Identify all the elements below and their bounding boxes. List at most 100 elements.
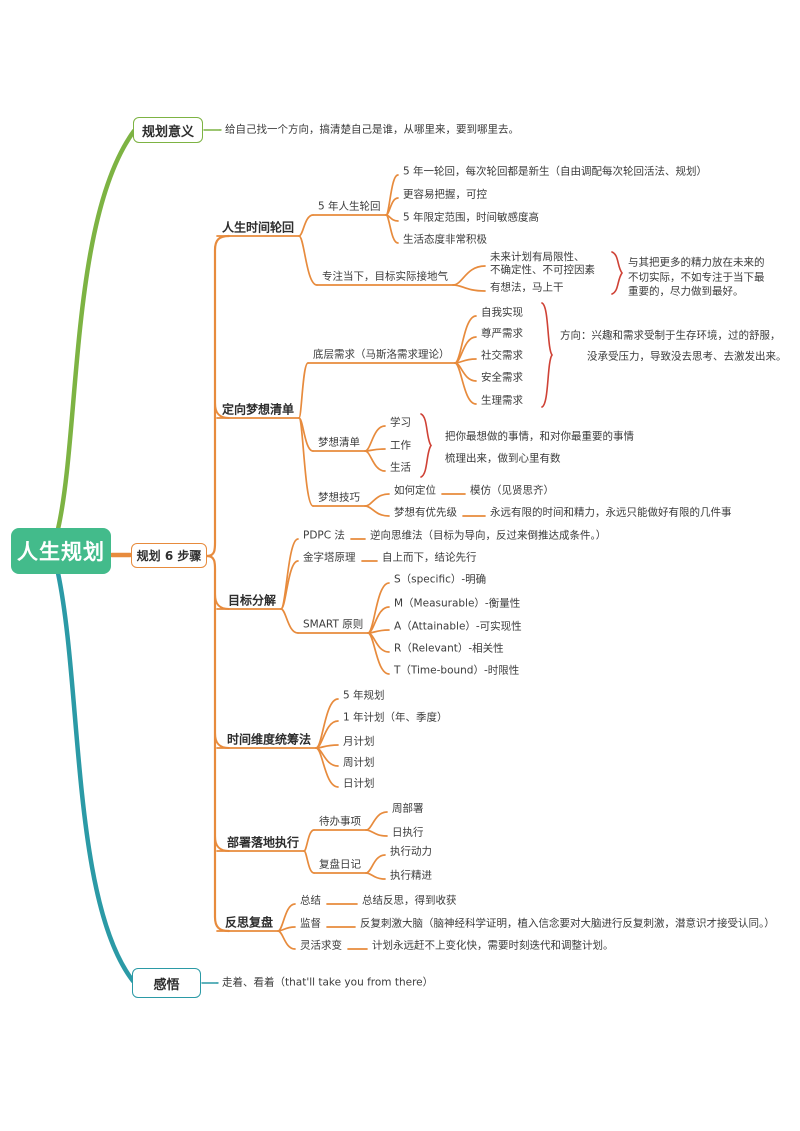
node-w3[interactable]: 5 年限定范围，时间敏感度高	[403, 211, 540, 224]
node-f1[interactable]: 执行动力	[390, 845, 432, 858]
node-smart[interactable]: SMART 原则	[303, 618, 364, 631]
branch-line	[365, 811, 388, 831]
branch-line	[298, 362, 309, 419]
node-d2[interactable]: 日执行	[392, 826, 424, 839]
branch-line	[454, 315, 477, 364]
node-pdpc[interactable]: PDPC 法	[303, 529, 345, 542]
node-m5[interactable]: 生理需求	[481, 394, 523, 407]
branch-line	[298, 417, 314, 507]
brace	[541, 302, 553, 408]
branch-line	[280, 608, 299, 634]
branch-line	[315, 698, 339, 749]
node-dingxiang[interactable]: 定向梦想清单	[222, 402, 295, 417]
node-d1[interactable]: 周部署	[392, 802, 424, 815]
node-j2[interactable]: 梦想有优先级	[394, 506, 457, 519]
node-jzt[interactable]: 金字塔原理	[303, 551, 356, 564]
annotation-0-line-1[interactable]: 不切实际，不如专注于当下最	[628, 271, 765, 283]
node-renhsj[interactable]: 人生时间轮回	[222, 220, 295, 235]
node-pdpc1[interactable]: 逆向思维法（目标为导向，反过来倒推达成条件。）	[370, 529, 607, 542]
node-m1[interactable]: 自我实现	[481, 306, 523, 319]
node-q3[interactable]: 生活	[390, 461, 411, 474]
node-m4[interactable]: 安全需求	[481, 371, 523, 384]
node-t5[interactable]: 日计划	[343, 777, 375, 790]
branch-line	[298, 214, 314, 237]
node-jd[interactable]: 监督	[300, 917, 321, 930]
node-z1[interactable]: 未来计划有局限性、 不确定性、不可控因素	[490, 251, 595, 276]
node-mubiao[interactable]: 目标分解	[228, 593, 277, 608]
node-jzt1[interactable]: 自上而下，结论先行	[382, 551, 477, 564]
branch-line	[364, 505, 390, 517]
branch-line	[385, 174, 399, 216]
node-j2a[interactable]: 永远有限的时间和精力，永远只能做好有限的几件事	[490, 506, 732, 519]
node-fupan[interactable]: 复盘日记	[319, 858, 361, 871]
brace	[611, 251, 623, 295]
branch-line	[303, 850, 315, 874]
node-j1[interactable]: 如何定位	[394, 484, 436, 497]
spine-hook	[214, 593, 230, 610]
node-s1[interactable]: S（specific）-明确	[394, 573, 487, 586]
node-zj1[interactable]: 总结反思，得到收获	[362, 894, 457, 907]
node-s2[interactable]: M（Measurable）-衡量性	[394, 597, 521, 610]
node-q2[interactable]: 工作	[390, 439, 411, 452]
node-t4[interactable]: 周计划	[343, 756, 375, 769]
annotation-1-line-0[interactable]: 方向：兴趣和需求受制于生存环境，过的舒服，	[560, 329, 781, 342]
branch-line	[315, 720, 339, 749]
branch-line	[367, 606, 390, 634]
node-q1[interactable]: 学习	[390, 416, 411, 429]
node-m2[interactable]: 尊严需求	[481, 327, 523, 340]
node-t2[interactable]: 1 年计划（年、季度）	[343, 711, 448, 724]
node-jd1[interactable]: 反复刺激大脑（脑神经科学证明，植入信念要对大脑进行反复刺激，潜意识才接受认同。）	[360, 917, 775, 930]
annotation-2-line-1[interactable]: 梳理出来，做到心里有数	[445, 452, 561, 465]
node-mengjq[interactable]: 梦想技巧	[318, 491, 360, 504]
steps-spine-up	[205, 234, 231, 558]
node-w2[interactable]: 更容易把握，可控	[403, 188, 487, 201]
annotation-2-line-0[interactable]: 把你最想做的事情，和对你最重要的事情	[445, 430, 634, 443]
node-z2[interactable]: 有想法，马上干	[490, 281, 564, 294]
node-gw1[interactable]: 走着、看着（that'll take you from there）	[222, 976, 434, 989]
node-zhuanzhu[interactable]: 专注当下，目标实际接地气	[322, 270, 448, 283]
node-s4[interactable]: R（Relevant）-相关性	[394, 642, 504, 655]
root-to-insight-curve	[55, 570, 136, 984]
node-diceng[interactable]: 底层需求（马斯洛需求理论）	[313, 348, 450, 361]
node-zj[interactable]: 总结	[300, 894, 321, 907]
branch-line	[364, 493, 390, 507]
node-daiban[interactable]: 待办事项	[319, 815, 361, 828]
branch-line	[298, 235, 318, 286]
node-planning-meaning[interactable]: 规划意义	[133, 117, 203, 143]
node-t3[interactable]: 月计划	[343, 735, 375, 748]
node-t1[interactable]: 5 年规划	[343, 689, 385, 702]
branch-line	[303, 829, 315, 852]
node-j1a[interactable]: 模仿（见贤思齐）	[470, 484, 554, 497]
node-f2[interactable]: 执行精进	[390, 869, 432, 882]
branch-line	[365, 872, 386, 880]
branch-line	[364, 425, 386, 452]
node-lh1[interactable]: 计划永远赶不上变化快，需要时刻迭代和调整计划。	[372, 939, 614, 952]
annotation-0-line-0[interactable]: 与其把更多的精力放在未来的	[628, 256, 765, 269]
branch-line	[452, 284, 486, 292]
annotation-0-line-2[interactable]: 重要的，尽力做到最好。	[628, 285, 744, 298]
node-yy1[interactable]: 给自己找一个方向，搞清楚自己是谁，从哪里来，要到哪里去。	[225, 123, 519, 136]
branch-line	[365, 854, 386, 874]
branch-line	[315, 747, 339, 788]
node-bushu[interactable]: 部署落地执行	[227, 835, 300, 850]
root-to-meaning-curve	[55, 128, 137, 532]
node-wlun[interactable]: 5 年人生轮回	[318, 200, 381, 213]
node-insight[interactable]: 感悟	[132, 968, 201, 998]
node-mengqd[interactable]: 梦想清单	[318, 436, 360, 449]
branch-line	[280, 560, 299, 610]
node-planning-6-steps[interactable]: 规划 6 步骤	[131, 543, 207, 568]
node-shijian[interactable]: 时间维度统筹法	[227, 732, 312, 747]
node-m3[interactable]: 社交需求	[481, 349, 523, 362]
branch-line	[277, 930, 296, 950]
node-w4[interactable]: 生活态度非常积极	[403, 233, 487, 246]
node-lh[interactable]: 灵活求变	[300, 939, 342, 952]
node-s3[interactable]: A（Attainable）-可实现性	[394, 620, 522, 633]
node-s5[interactable]: T（Time-bound）-时限性	[394, 664, 520, 677]
root-node[interactable]: 人生规划	[11, 528, 111, 574]
node-w1[interactable]: 5 年一轮回，每次轮回都是新生（自由调配每次轮回活法、规划）	[403, 165, 708, 178]
branch-line	[452, 265, 486, 286]
annotation-1-line-1[interactable]: 没承受压力，导致没去思考、去激发出来。	[587, 350, 787, 363]
node-fansi[interactable]: 反思复盘	[225, 915, 274, 930]
